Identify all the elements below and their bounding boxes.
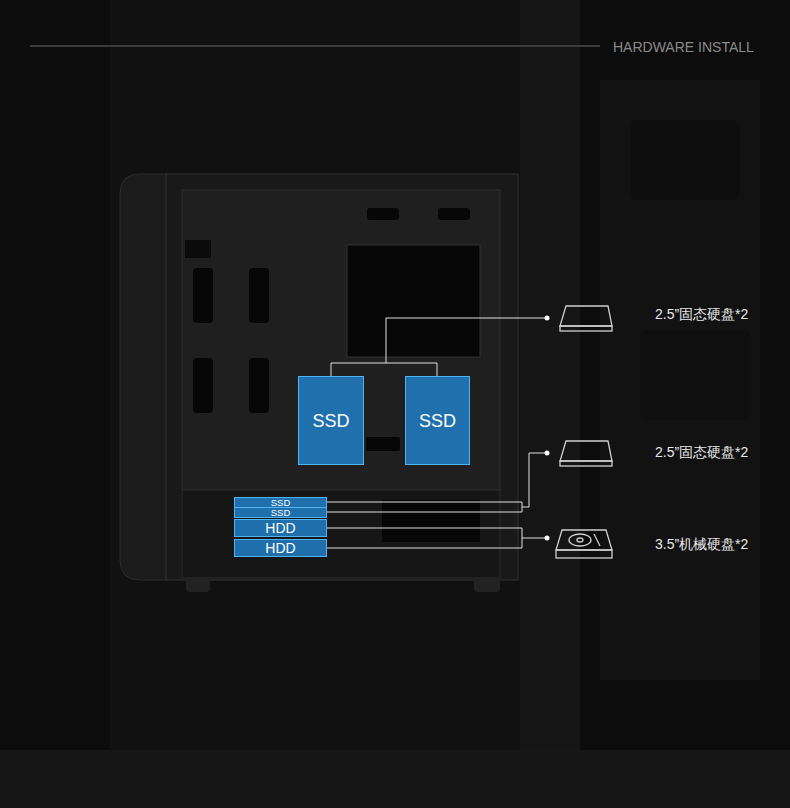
drive-spec-label: 2.5”固态硬盘*2 bbox=[655, 444, 748, 462]
ssd-mount: SSD bbox=[298, 376, 364, 465]
drive-label: SSD bbox=[271, 508, 291, 518]
drive-label: HDD bbox=[265, 521, 295, 535]
section-title: HARDWARE INSTALL bbox=[613, 39, 754, 55]
drive-bay: HDD bbox=[234, 539, 327, 557]
drive-label: SSD bbox=[312, 412, 349, 430]
drive-spec-label: 2.5”固态硬盘*2 bbox=[655, 306, 748, 324]
drive-bay: HDD bbox=[234, 519, 327, 537]
drive-label: SSD bbox=[271, 498, 291, 508]
drive-label: HDD bbox=[265, 541, 295, 555]
drive-bay: SSD bbox=[234, 507, 327, 518]
drive-bay: SSD bbox=[234, 497, 327, 508]
ssd-mount: SSD bbox=[405, 376, 470, 465]
drive-spec-label: 3.5”机械硬盘*2 bbox=[655, 536, 748, 554]
drive-label: SSD bbox=[419, 412, 456, 430]
